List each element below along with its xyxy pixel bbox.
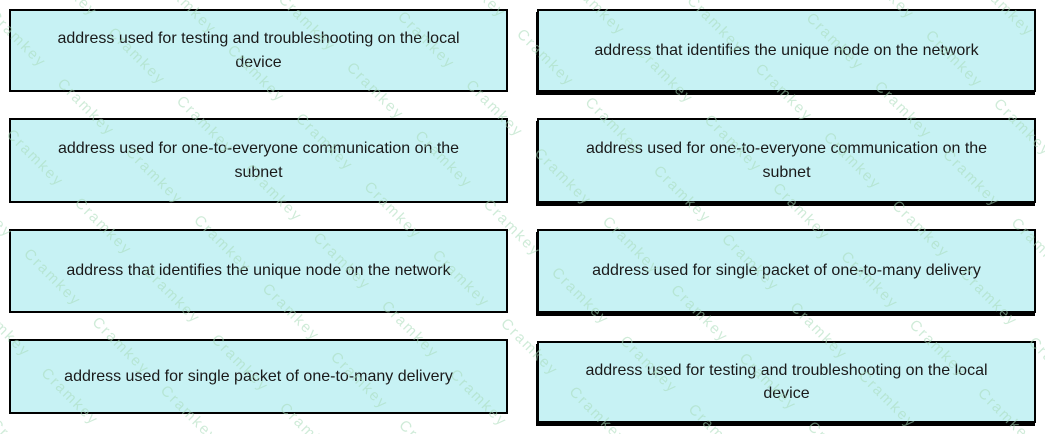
target-box-right-3[interactable]: address used for single packet of one-to… xyxy=(537,229,1036,313)
option-box-left-4[interactable]: address used for single packet of one-to… xyxy=(9,339,508,414)
target-box-right-2[interactable]: address used for one-to-everyone communi… xyxy=(537,118,1036,203)
target-box-right-4[interactable]: address used for testing and troubleshoo… xyxy=(537,341,1036,423)
answer-grid: address used for testing and troubleshoo… xyxy=(9,9,1036,423)
option-box-left-1[interactable]: address used for testing and troubleshoo… xyxy=(9,9,508,92)
option-box-left-3[interactable]: address that identifies the unique node … xyxy=(9,229,508,313)
target-box-right-1[interactable]: address that identifies the unique node … xyxy=(537,9,1036,92)
option-box-left-2[interactable]: address used for one-to-everyone communi… xyxy=(9,118,508,203)
